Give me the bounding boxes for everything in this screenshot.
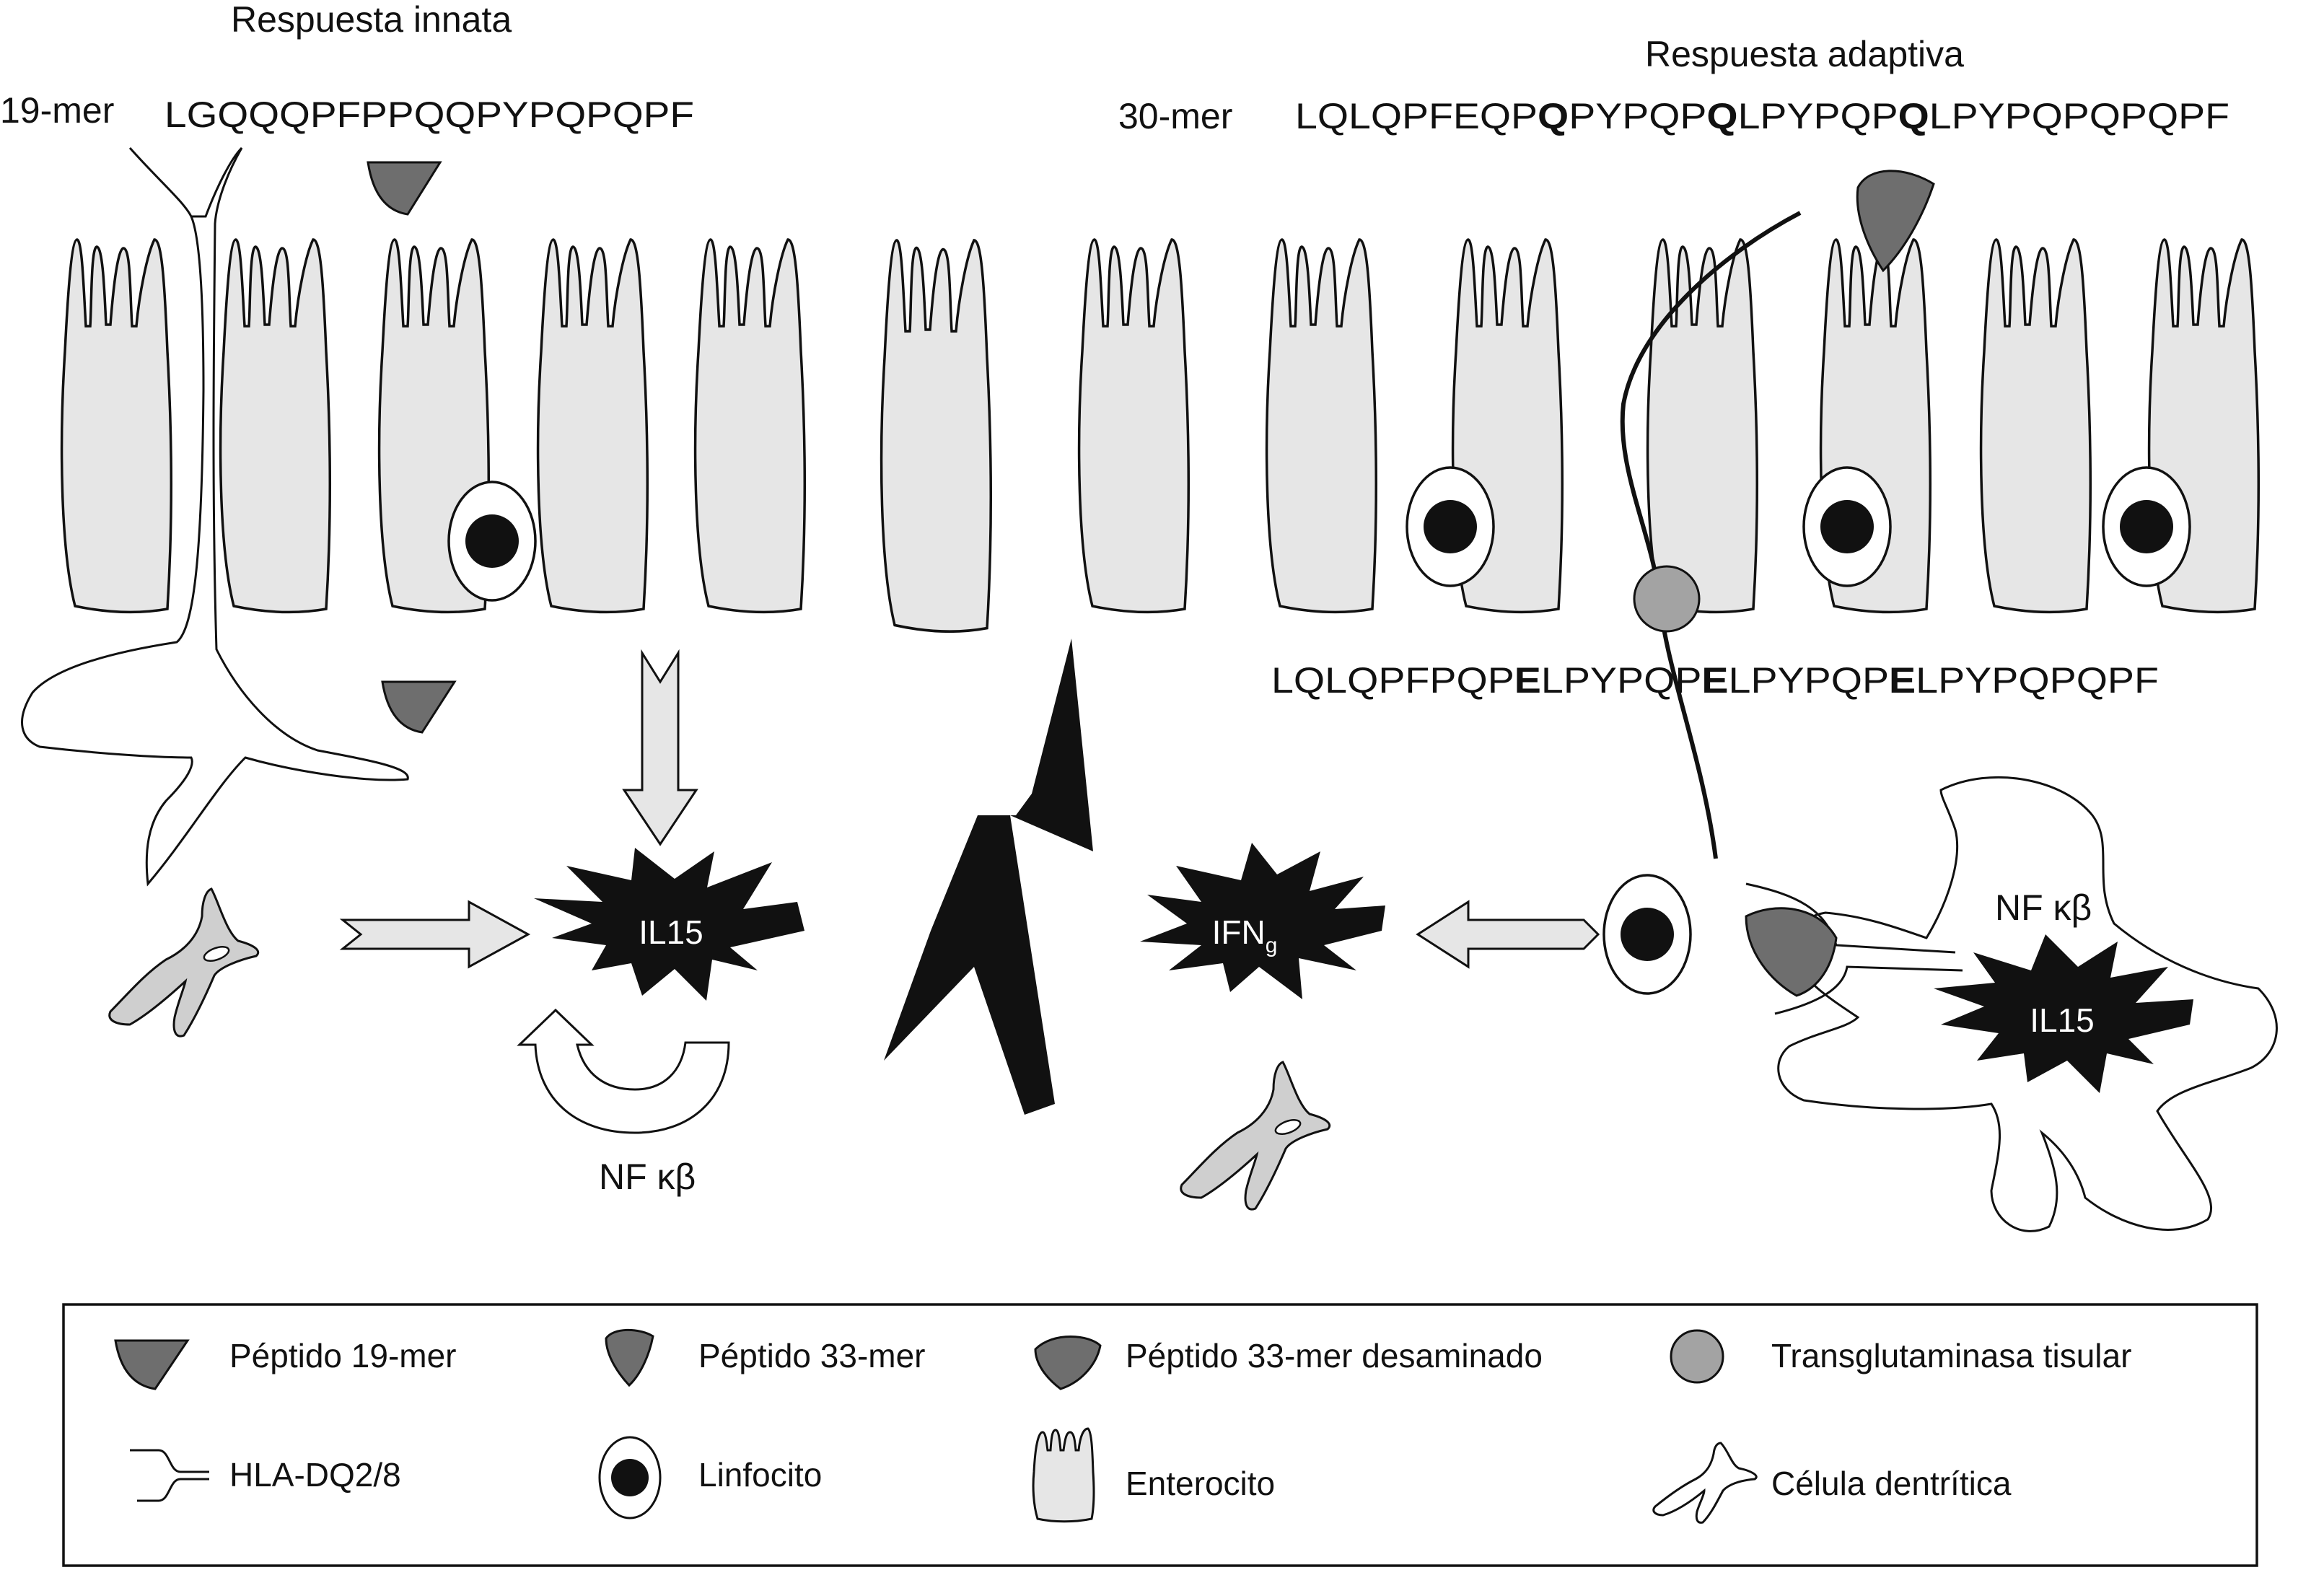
peptide-19mer-icon — [114, 1339, 190, 1390]
lymphocyte — [447, 481, 537, 602]
peptide-19mer-icon — [367, 161, 442, 216]
enterocyte — [536, 238, 649, 614]
legend-label: Transglutaminasa tisular — [1771, 1337, 2131, 1374]
legend-label: HLA-DQ2/8 — [229, 1456, 401, 1494]
il15-starburst — [534, 848, 804, 1001]
legend-label: Péptido 33-mer — [698, 1337, 926, 1374]
ifng-label: IFNg — [1212, 913, 1278, 957]
legend-label: Célula dentrítica — [1771, 1465, 2012, 1502]
arrow-to-ifng — [1416, 900, 1600, 969]
lymphocyte — [2102, 466, 2191, 587]
peptide-19mer-sequence: LGQQQPFPPQQPYPQPQPF — [165, 95, 694, 135]
legend-box — [62, 1303, 2258, 1567]
dendritic-cell-icon — [1652, 1442, 1758, 1524]
legend-label: Linfocito — [698, 1456, 822, 1494]
enterocyte — [1646, 238, 1758, 614]
peptide-33mer-icon — [1856, 170, 1935, 273]
arrow-to-il15 — [339, 900, 531, 969]
transglutaminase-icon — [1670, 1329, 1724, 1384]
nfkb-label-right: NF κβ — [1995, 887, 2092, 928]
dendritic-cell-transepithelial — [21, 146, 409, 887]
nfkb-label: NF κβ — [599, 1157, 696, 1197]
transglutaminase-icon — [1633, 565, 1701, 633]
adaptive-response-title: Respuesta adaptiva — [1645, 34, 1964, 74]
enterocyte — [60, 238, 172, 614]
enterocyte — [693, 238, 806, 614]
lymphocyte — [1802, 466, 1892, 587]
lymphocyte-nucleus — [611, 1459, 649, 1496]
lymphocyte — [1406, 466, 1495, 587]
enterocyte-row — [60, 238, 2260, 633]
hla-receptor-lower — [1774, 965, 1963, 1015]
peptide-33mer-deamidated-icon — [1034, 1336, 1102, 1390]
legend: Péptido 19-mer Péptido 33-mer Péptido 33… — [62, 1303, 2258, 1567]
lymphocyte — [1602, 874, 1692, 995]
ifng-starburst — [1140, 843, 1385, 999]
peptide-33mer-deamidated-icon — [1745, 907, 1838, 997]
enterocyte — [1265, 238, 1377, 614]
enterocyte — [1979, 238, 2092, 614]
hla-dq-icon — [130, 1449, 209, 1502]
nfkb-loop-arrow — [517, 1008, 730, 1134]
innate-response-title: Respuesta innata — [231, 0, 512, 40]
transglutaminase-pathway-line — [1620, 211, 1802, 859]
enterocyte — [1077, 238, 1190, 614]
arrow-down-to-il15 — [622, 649, 698, 846]
peptide-19mer-icon — [381, 680, 457, 734]
dendritic-cell — [1180, 1061, 1331, 1211]
legend-label: Enterocito — [1126, 1465, 1275, 1502]
damage-lightning-icon — [884, 639, 1093, 1115]
il15-label-right: IL15 — [2030, 1001, 2095, 1039]
peptide-33mer-icon — [605, 1328, 654, 1387]
enterocyte — [219, 238, 331, 614]
enterocyte-icon — [1032, 1427, 1095, 1523]
peptide-30mer-label: 30-mer — [1118, 96, 1232, 136]
enterocyte — [880, 239, 993, 633]
legend-label: Péptido 19-mer — [229, 1337, 457, 1374]
peptide-19mer-label: 19-mer — [0, 90, 114, 131]
dendritic-cell — [108, 887, 260, 1038]
il15-starburst-right — [1934, 934, 2193, 1093]
legend-label: Péptido 33-mer desaminado — [1126, 1337, 1543, 1374]
il15-label: IL15 — [639, 913, 703, 951]
